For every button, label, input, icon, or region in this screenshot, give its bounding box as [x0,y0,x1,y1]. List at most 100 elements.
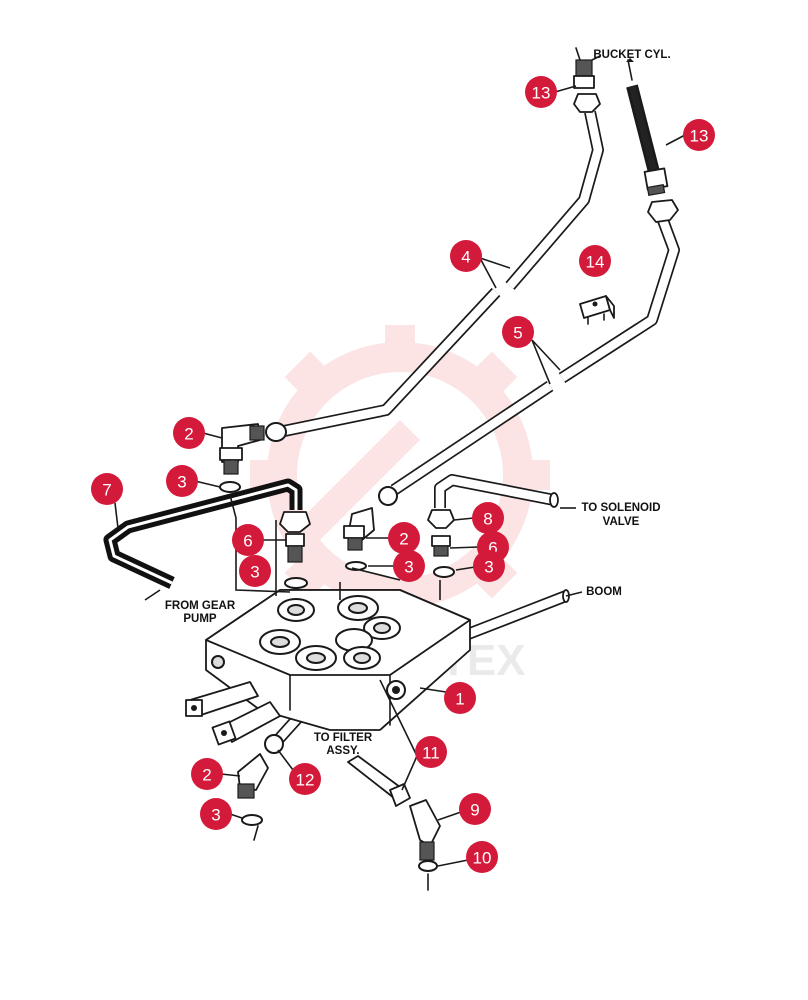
elbow-9 [409,799,441,861]
control-valve-body [185,589,471,746]
adapter-6-right [431,535,451,557]
elbow-2-middle [343,486,398,551]
callout-2: 2 [388,522,420,554]
callout-number: 3 [404,558,413,577]
callout-number: 3 [177,473,186,492]
callout-circle [683,119,715,151]
callout-6: 6 [232,524,264,556]
callout-circle [466,841,498,873]
callout-number: 6 [243,532,252,551]
fitting-13-lower [643,167,679,223]
callout-number: 4 [461,248,470,267]
callout-3: 3 [166,465,198,497]
callout-circle [173,417,205,449]
callout-circle [459,793,491,825]
elbow-2-bottom [237,734,284,799]
callout-1: 1 [444,682,476,714]
label-solenoid-line1: TO SOLENOID [581,502,660,514]
tube-5-upper [558,212,680,384]
callout-circle [450,240,482,272]
label-gear-pump-line2: PUMP [183,613,217,625]
callout-number: 2 [399,530,408,549]
callout-number: 7 [102,481,111,500]
callout-10: 10 [466,841,498,873]
callout-number: 3 [250,563,259,582]
callout-number: 10 [473,849,492,868]
tube-5-lower [390,381,554,495]
callout-2: 2 [191,758,223,790]
callout-3: 3 [393,550,425,582]
label-solenoid-line2: VALVE [603,516,640,528]
callout-13: 13 [683,119,715,151]
callout-number: 11 [422,744,440,763]
adapter-6-left [279,511,311,563]
callout-number: 2 [202,766,211,785]
callout-9: 9 [459,793,491,825]
callout-number: 13 [690,127,709,146]
callout-number: 12 [296,771,315,790]
oring-3-top [219,481,241,493]
callout-circle [200,798,232,830]
callout-14: 14 [579,245,611,277]
tube-7-gear-pump [103,478,303,589]
callout-3: 3 [200,798,232,830]
clamp-14 [579,295,615,325]
label-filter-line1: TO FILTER [314,732,373,744]
label-bucket-cyl: BUCKET CYL. [593,49,670,61]
oring-3-middle [345,561,367,571]
callout-3: 3 [239,555,271,587]
callout-circle [166,465,198,497]
callout-circle [579,245,611,277]
leader-lines [114,55,686,867]
callout-number: 1 [455,690,464,709]
callout-circle [191,758,223,790]
callout-12: 12 [289,763,321,795]
callout-3: 3 [473,550,505,582]
callout-4: 4 [450,240,482,272]
callout-2: 2 [173,417,205,449]
callout-5: 5 [502,316,534,348]
tube-4-upper [505,110,604,290]
callout-circle [239,555,271,587]
callout-number: 3 [484,558,493,577]
callout-circle [472,502,504,534]
callout-circle [232,524,264,556]
callout-8: 8 [472,502,504,534]
oring-10 [418,860,438,872]
callout-circle [473,550,505,582]
arrow-bottom-left [253,825,259,841]
callout-number: 13 [532,84,551,103]
callout-7: 7 [91,473,123,505]
tube-13 [626,58,660,174]
callout-circle [502,316,534,348]
callout-circle [289,763,321,795]
callout-number: 14 [586,253,605,272]
callout-circle [415,736,447,768]
fitting-13-top [573,47,601,113]
label-filter-line2: ASSY. [326,745,359,757]
callout-circle [388,522,420,554]
callout-number: 6 [488,539,497,558]
callout-number: 3 [211,806,220,825]
elbow-2-top [219,422,287,475]
tube-4-lower [282,287,501,437]
callout-circle [525,76,557,108]
fitting-8 [427,509,455,529]
label-gear-pump-line1: FROM GEAR [165,600,236,612]
tube-11-filter [347,755,411,807]
callout-number: 8 [483,510,492,529]
callout-circle [91,473,123,505]
callout-13: 13 [525,76,557,108]
callout-circle [444,682,476,714]
callout-number: 2 [184,425,193,444]
oring-3-right [433,566,455,578]
oring-3-bottom [241,814,263,826]
callout-circle [393,550,425,582]
callout-number: 9 [470,801,479,820]
label-boom: BOOM [586,586,622,598]
oring-3-left [284,577,308,589]
callout-11: 11 [415,736,447,768]
tube-solenoid [434,474,559,508]
